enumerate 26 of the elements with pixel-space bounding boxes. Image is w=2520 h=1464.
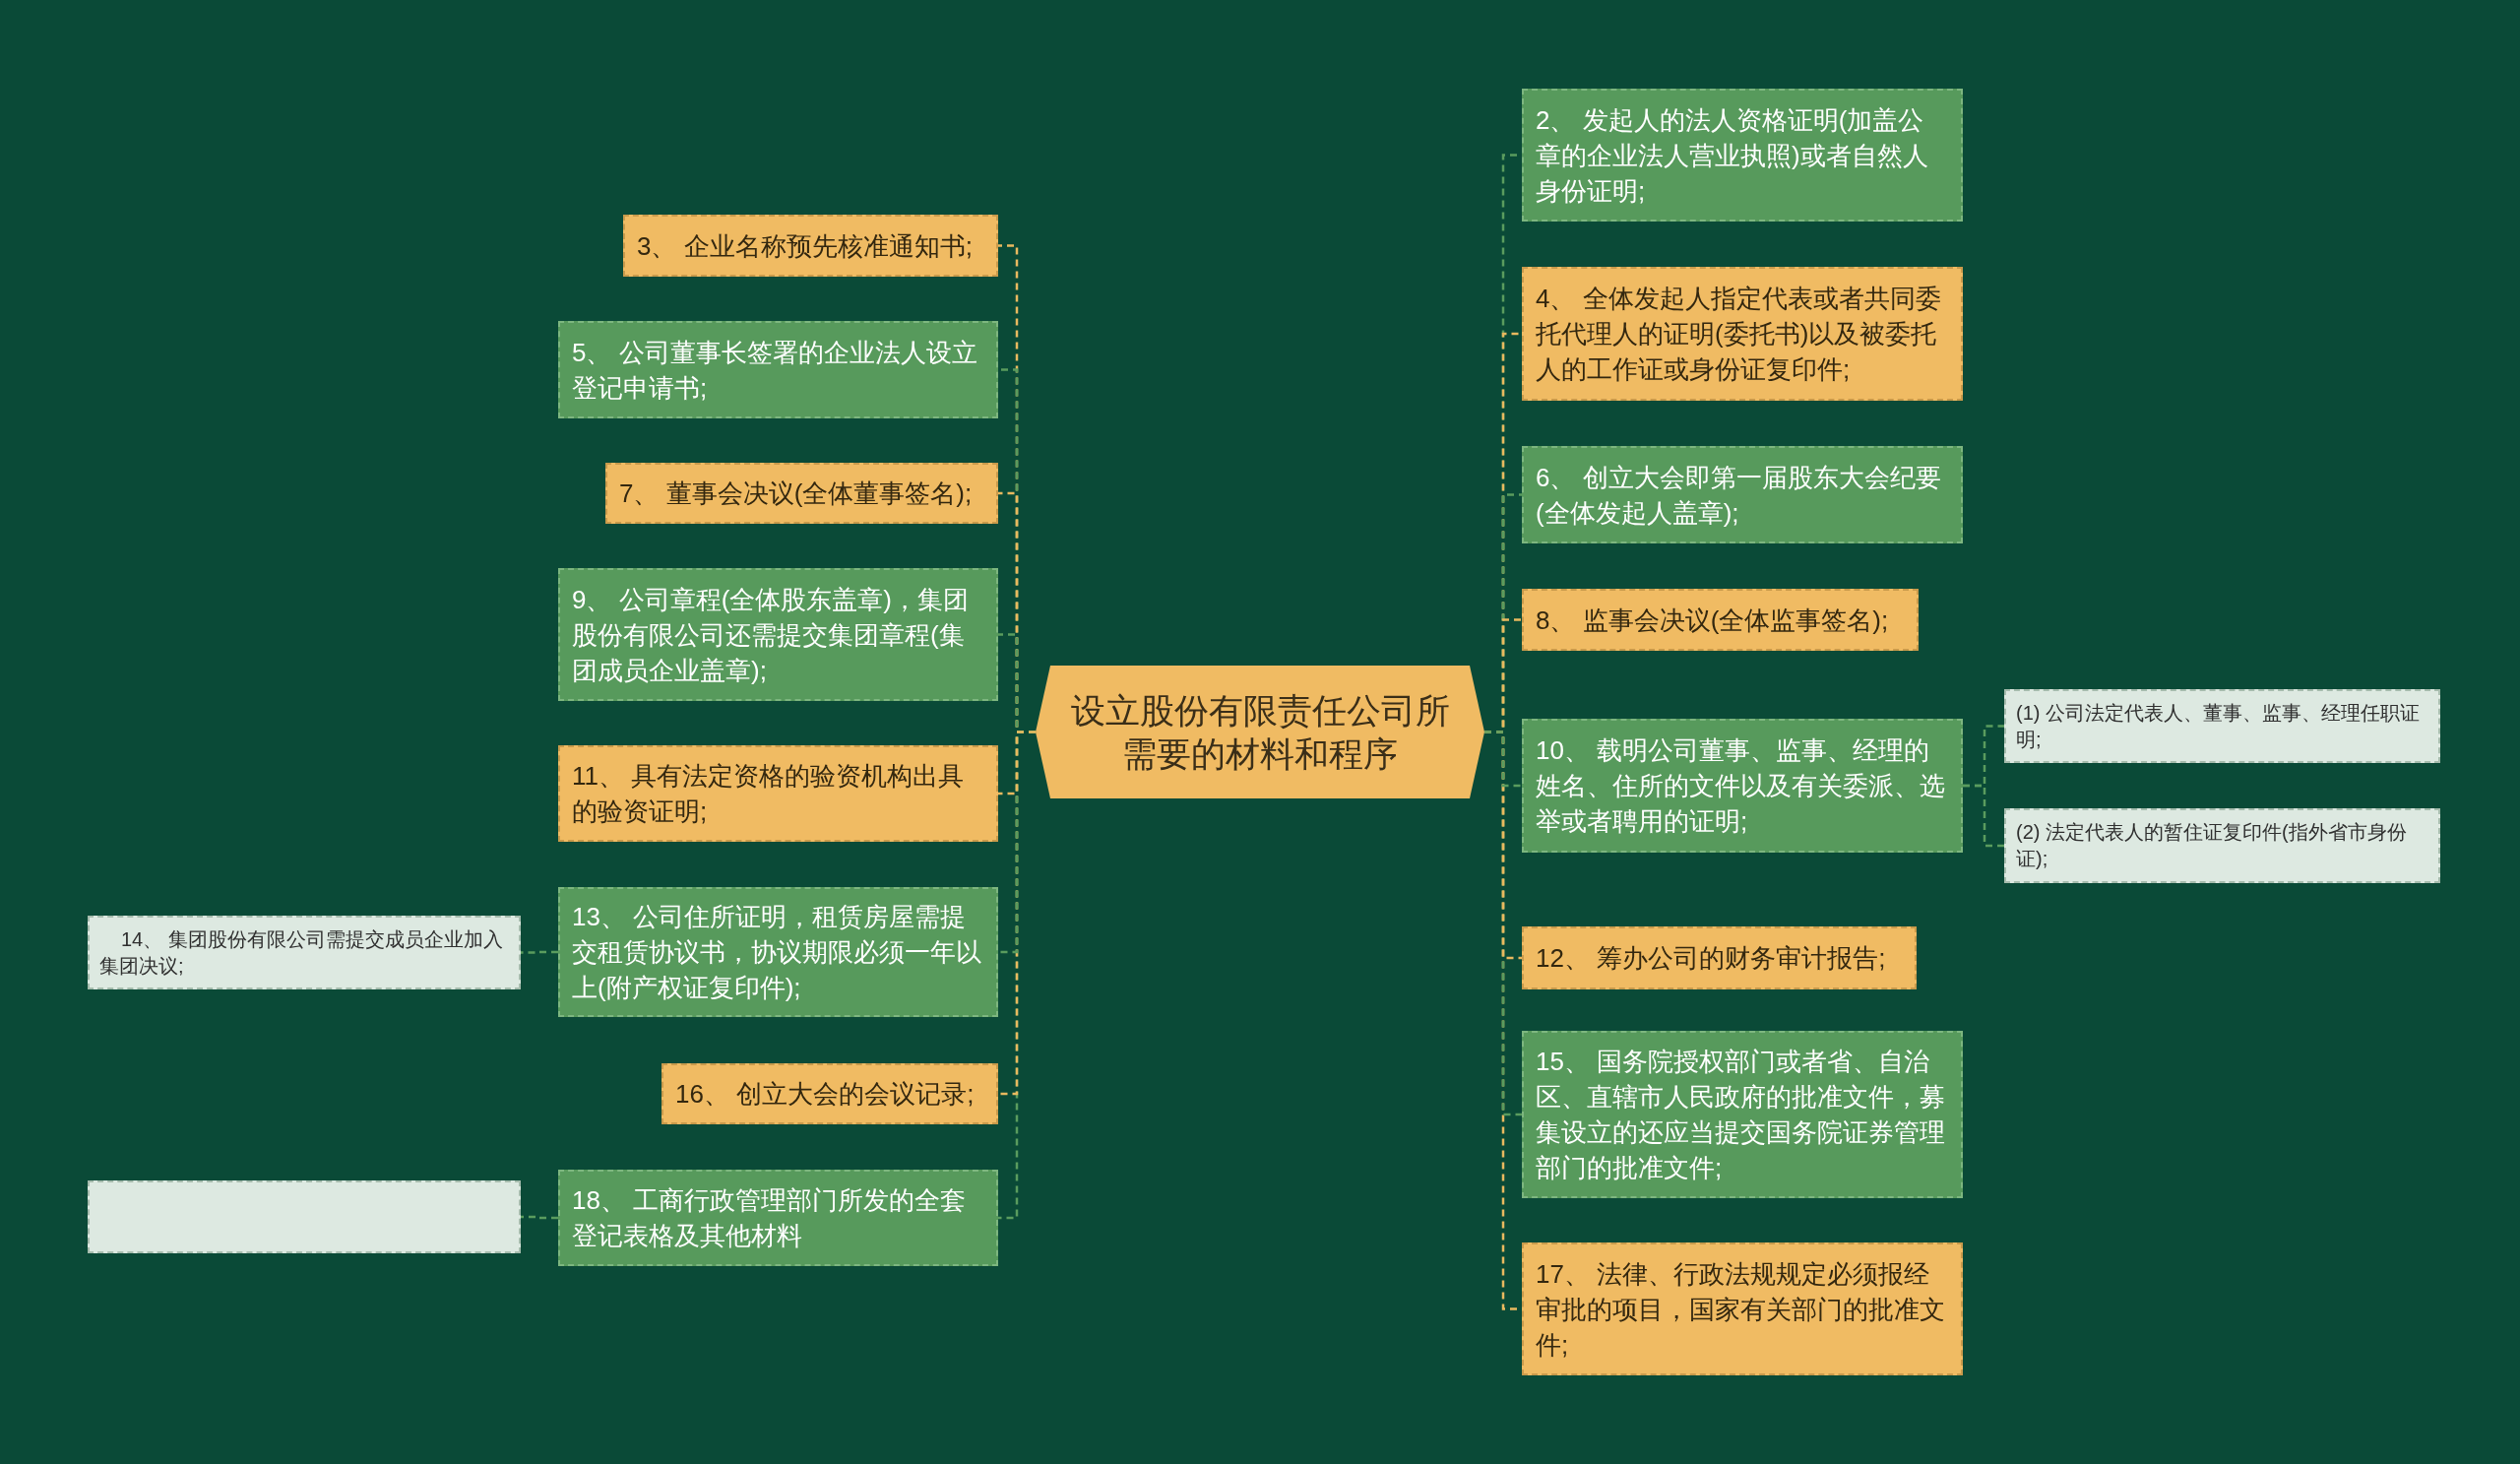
- topic-box: 17、 法律、行政法规规定必须报经审批的项目，国家有关部门的批准文件;: [1522, 1242, 1963, 1375]
- empty-box: [88, 1180, 521, 1253]
- topic-box: 11、 具有法定资格的验资机构出具的验资证明;: [558, 745, 998, 842]
- topic-box: 6、 创立大会即第一届股东大会纪要(全体发起人盖章);: [1522, 446, 1963, 543]
- connector-line: [998, 731, 1036, 796]
- note-box: (1) 公司法定代表人、董事、监事、经理任职证明;: [2004, 689, 2440, 763]
- note-box: (2) 法定代表人的暂住证复印件(指外省市身份证);: [2004, 808, 2440, 883]
- topic-box: 9、 公司章程(全体股东盖章)，集团股份有限公司还需提交集团章程(集团成员企业盖章);: [558, 568, 998, 701]
- topic-box: 13、 公司住所证明，租赁房屋需提交租赁协议书，协议期限必须一年以上(附产权证复印件);: [558, 887, 998, 1017]
- connector-line: [1963, 725, 2004, 788]
- topic-box: 15、 国务院授权部门或者省、自治区、直辖市人民政府的批准文件，募集设立的还应当提交国务院证券管理部门的批准文件;: [1522, 1031, 1963, 1198]
- connector-line: [1484, 731, 1522, 788]
- topic-box: 3、 企业名称预先核准通知书;: [623, 215, 998, 277]
- topic-hexagon: 设立股份有限责任公司所需要的材料和程序: [1036, 666, 1484, 798]
- note-box: 14、 集团股份有限公司需提交成员企业加入集团决议;: [88, 916, 521, 989]
- connector-line: [521, 950, 558, 954]
- topic-box: 5、 公司董事长签署的企业法人设立登记申请书;: [558, 321, 998, 418]
- topic-box: 8、 监事会决议(全体监事签名);: [1522, 589, 1919, 651]
- topic-box: 16、 创立大会的会议记录;: [662, 1063, 998, 1124]
- topic-box: 7、 董事会决议(全体董事签名);: [605, 463, 998, 524]
- topic-box: 10、 载明公司董事、监事、经理的姓名、住所的文件以及有关委派、选举或者聘用的证明;: [1522, 719, 1963, 853]
- connector-line: [521, 1215, 558, 1220]
- topic-box: 18、 工商行政管理部门所发的全套登记表格及其他材料: [558, 1170, 998, 1266]
- topic-box: 2、 发起人的法人资格证明(加盖公章的企业法人营业执照)或者自然人身份证明;: [1522, 89, 1963, 222]
- topic-box: 4、 全体发起人指定代表或者共同委托代理人的证明(委托书)以及被委托人的工作证或身份证复印件;: [1522, 267, 1963, 401]
- topic-box: 12、 筹办公司的财务审计报告;: [1522, 926, 1917, 989]
